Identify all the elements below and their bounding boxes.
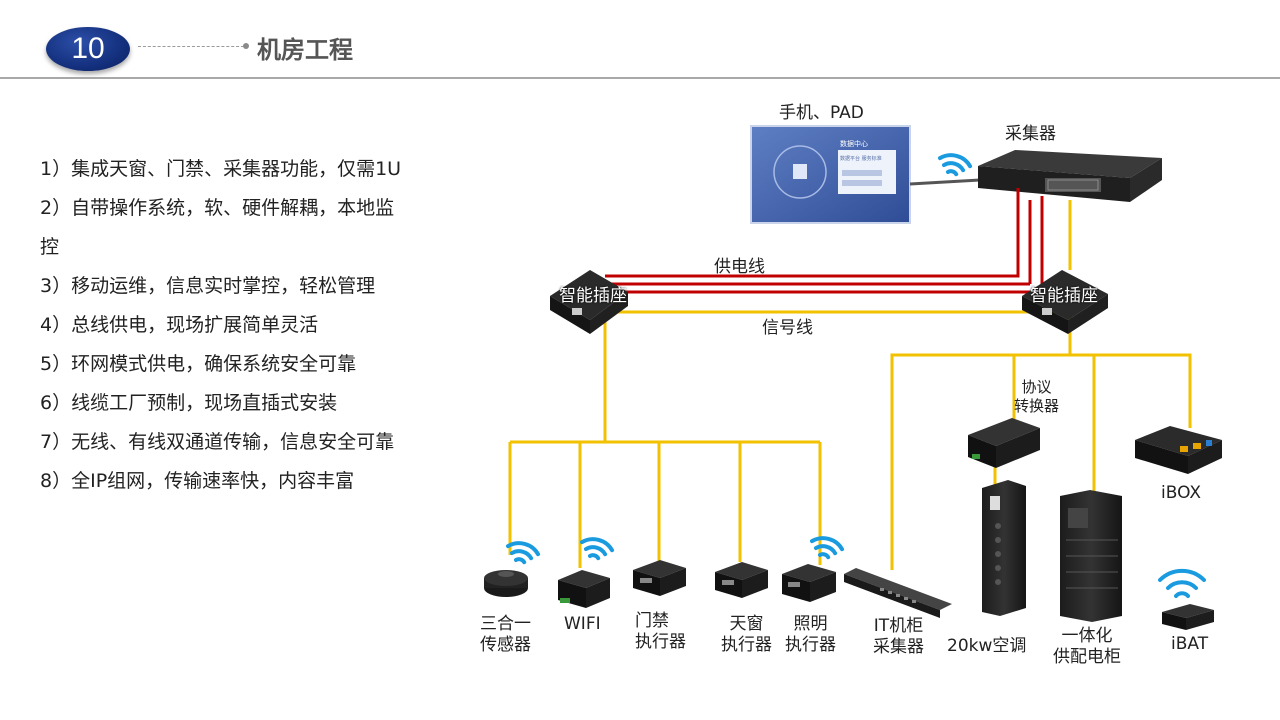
feature-item: 7）无线、有线双通道传输，信息安全可靠	[40, 431, 395, 453]
header-dashed-connector	[138, 46, 244, 47]
power-line-label: 供电线	[714, 257, 765, 277]
skylight-actuator-label-line2: 执行器	[721, 635, 772, 655]
phone-pad-label: 手机、PAD	[779, 103, 864, 123]
feature-item: 5）环网模式供电，确保系统安全可靠	[40, 353, 357, 375]
door-actuator-device	[633, 560, 686, 596]
it-cabinet-collector-label-line2: 采集器	[873, 637, 924, 657]
header-connector-dot	[243, 43, 249, 49]
power-cabinet-label-line2: 供配电柜	[1053, 647, 1121, 667]
sensor-label-line1: 三合一	[480, 614, 531, 634]
slide-header: 10 机房工程	[0, 0, 1280, 80]
wifi-box-device	[558, 570, 610, 608]
smart-socket-right-device	[1022, 270, 1108, 334]
feature-item: 4）总线供电，现场扩展简单灵活	[40, 314, 319, 336]
feature-item: 6）线缆工厂预制，现场直插式安装	[40, 392, 338, 414]
lighting-actuator-label-line1: 照明	[793, 614, 828, 634]
feature-item: 1）集成天窗、门禁、采集器功能，仅需1U	[40, 158, 402, 180]
it-cabinet-collector-device	[844, 568, 952, 618]
feature-item: 3）移动运维，信息实时掌控，轻松管理	[40, 275, 376, 297]
feature-list: 1）集成天窗、门禁、采集器功能，仅需1U 2）自带操作系统，软、硬件解耦，本地监…	[40, 150, 460, 501]
ibat-label: iBAT	[1171, 634, 1209, 654]
it-cabinet-collector-label-line1: IT机柜	[873, 616, 924, 636]
feature-item: 8）全IP组网，传输速率快，内容丰富	[40, 470, 355, 492]
it-cabinet-collector-label: IT机柜 采集器	[873, 616, 924, 658]
power-cabinet-label: 一体化 供配电柜	[1053, 626, 1121, 668]
lighting-actuator-label: 照明 执行器	[785, 614, 836, 656]
power-cabinet-label-line1: 一体化	[1061, 626, 1113, 646]
ibat-device	[1162, 604, 1214, 630]
skylight-actuator-label: 天窗 执行器	[721, 614, 772, 656]
collector-wifi-icon	[938, 145, 973, 180]
wifi-box-wifi-icon	[580, 529, 615, 564]
skylight-actuator-label-line1: 天窗	[729, 614, 764, 634]
ac-unit-device	[982, 480, 1026, 616]
wifi-label: WIFI	[564, 614, 601, 634]
sensor-device	[484, 570, 528, 597]
skylight-actuator-device	[715, 562, 768, 598]
ibox-device	[1135, 426, 1222, 474]
screen-collector-cable	[909, 178, 981, 186]
signal-line-label: 信号线	[762, 318, 813, 338]
ibat-wifi-icon	[1158, 568, 1206, 598]
power-cabinet-device	[1060, 490, 1122, 622]
collector-device	[978, 150, 1162, 202]
screen-subtitle: 数据平台 服务标准	[840, 155, 882, 162]
section-number-badge: 10	[46, 27, 130, 71]
protocol-converter-label-line1: 协议	[1021, 378, 1052, 396]
lighting-actuator-device	[782, 564, 836, 602]
smart-socket-left-device	[550, 270, 628, 334]
page-title: 机房工程	[257, 36, 353, 64]
lighting-actuator-label-line2: 执行器	[785, 635, 836, 655]
collector-label: 采集器	[1005, 124, 1056, 144]
feature-item: 控	[40, 236, 60, 258]
lighting-wifi-icon	[810, 528, 845, 563]
feature-item: 2）自带操作系统，软、硬件解耦，本地监	[40, 197, 395, 219]
screen-title: 数据中心	[840, 139, 868, 148]
ibox-label: iBOX	[1161, 483, 1202, 503]
smart-socket-left-label: 智能插座	[559, 286, 627, 306]
door-actuator-label-line2: 执行器	[635, 632, 686, 652]
header-divider	[0, 77, 1280, 79]
tablet-screen: 数据中心 数据平台 服务标准	[750, 125, 911, 224]
door-actuator-label-line1: 门禁	[635, 611, 669, 631]
protocol-converter-label: 协议 转换器	[1014, 378, 1059, 416]
protocol-converter-device	[968, 418, 1040, 468]
protocol-converter-label-line2: 转换器	[1014, 397, 1060, 415]
sensor-wifi-icon	[506, 533, 541, 568]
door-actuator-label: 门禁 执行器	[635, 611, 686, 653]
sensor-label: 三合一 传感器	[480, 614, 531, 656]
ac-label: 20kw空调	[947, 636, 1027, 656]
smart-socket-right-label: 智能插座	[1030, 286, 1098, 306]
sensor-label-line2: 传感器	[480, 635, 531, 655]
